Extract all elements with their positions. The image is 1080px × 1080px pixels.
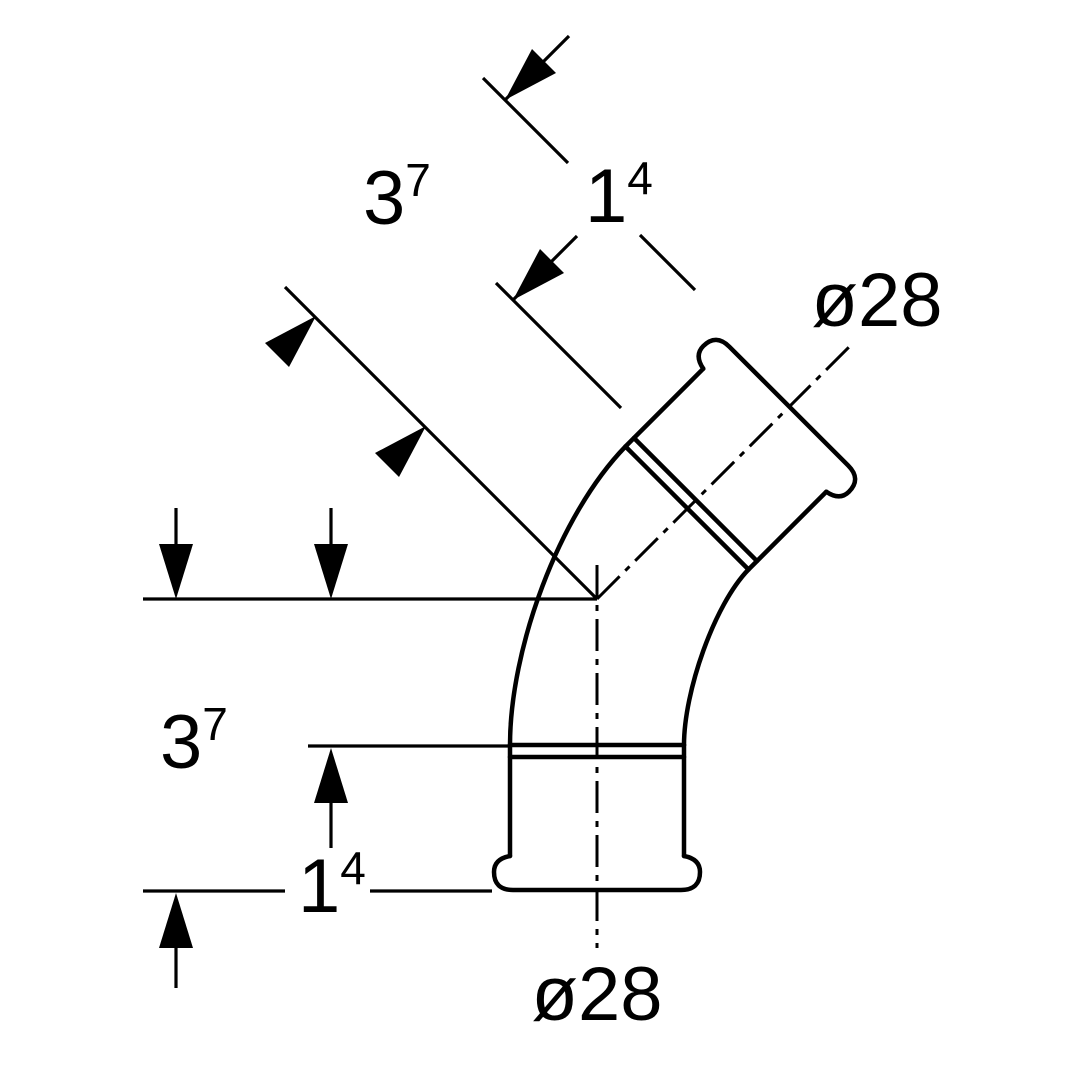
dimension-label-14-lower: 14 bbox=[298, 842, 366, 929]
upper-socket-transition-line-2 bbox=[631, 435, 760, 564]
centerline-diagonal bbox=[595, 341, 855, 601]
dimension-line-diagonal bbox=[283, 285, 599, 601]
upper-socket bbox=[623, 337, 858, 572]
upper-socket-transition-line bbox=[623, 444, 751, 572]
arrowhead-up-right-1 bbox=[265, 316, 316, 367]
fitting-outline bbox=[491, 337, 858, 893]
arrowhead-up-2 bbox=[159, 893, 193, 948]
bend-outer-wall bbox=[507, 444, 628, 748]
arrowhead-down-left-1 bbox=[505, 49, 556, 100]
dimension-label-37-upper: 37 bbox=[363, 154, 431, 241]
arrowhead-up-1 bbox=[314, 748, 348, 803]
arrowhead-down-2 bbox=[314, 544, 348, 599]
dimension-label-14-upper: 14 bbox=[585, 152, 653, 239]
bend-inner-wall bbox=[681, 567, 751, 748]
extension-line-upper-outer-cont bbox=[638, 233, 697, 292]
dimension-lines bbox=[143, 34, 697, 988]
upper-socket-bead bbox=[696, 337, 858, 499]
upper-socket-wall-b bbox=[623, 366, 706, 449]
arrowhead-down-left-2 bbox=[513, 249, 564, 300]
arrowhead-up-right-2 bbox=[375, 426, 426, 477]
arrowhead-down-1 bbox=[159, 544, 193, 599]
extension-line-upper-outer bbox=[481, 76, 570, 165]
extension-line-upper-inner bbox=[494, 281, 623, 410]
lower-socket-bead bbox=[491, 853, 703, 893]
diameter-label-lower: ø28 bbox=[532, 952, 663, 1037]
dimension-labels: 37 14 ø28 37 14 ø28 bbox=[160, 152, 942, 1037]
diameter-label-upper: ø28 bbox=[812, 258, 943, 343]
upper-socket-wall-a bbox=[746, 489, 829, 572]
dimension-label-37-lower: 37 bbox=[160, 698, 228, 785]
